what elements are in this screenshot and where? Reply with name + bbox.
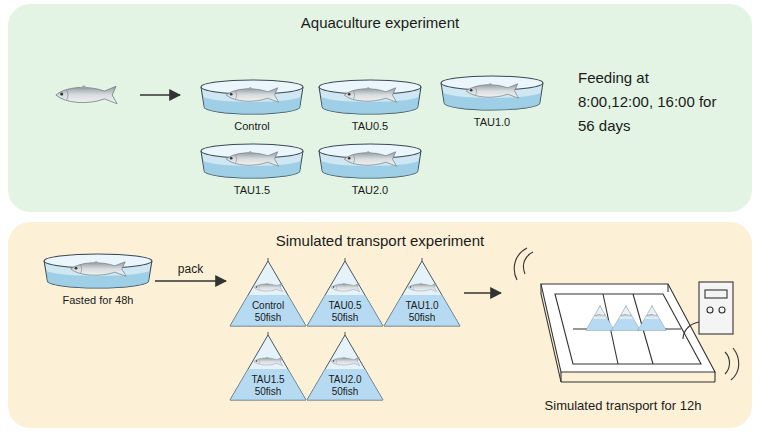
bag-label: 50fish: [382, 312, 462, 324]
arrow: [140, 94, 180, 96]
fish-tank: TAU0.5: [318, 78, 422, 136]
tank-label: TAU2.0: [318, 184, 422, 197]
experiment-panel: Aquaculture experimentControlTAU0.5TAU1.…: [8, 4, 752, 212]
fish: [56, 85, 117, 103]
tank-label: TAU1.5: [200, 184, 304, 197]
tank-label: Control: [200, 120, 304, 133]
bag-label: 50fish: [228, 312, 308, 324]
panel-title: Aquaculture experiment: [8, 14, 752, 31]
bag-label: TAU1.5: [228, 374, 308, 386]
device-label: Simulated transport for 12h: [503, 398, 743, 413]
shaker-illustration: [503, 244, 743, 394]
transport-bag: TAU1.050fish: [382, 258, 462, 328]
tank-label: Fasted for 48h: [43, 294, 153, 307]
experiment-panel: Simulated transport experimentFasted for…: [8, 222, 752, 428]
tank-illustration: [200, 78, 304, 116]
note-text: Feeding at 8:00,12:00, 16:00 for 56 days: [578, 66, 718, 138]
transport-bag: TAU2.050fish: [305, 332, 385, 402]
transport-bag: Control50fish: [228, 258, 308, 328]
transport-bag: TAU0.550fish: [305, 258, 385, 328]
bag-label: TAU2.0: [305, 374, 385, 386]
transport-bag: TAU1.550fish: [228, 332, 308, 402]
tank-label: TAU0.5: [318, 120, 422, 133]
tank-illustration: [200, 142, 304, 180]
transport-shaker: Simulated transport for 12h: [503, 244, 743, 424]
tank-illustration: [440, 74, 544, 112]
bag-label: TAU0.5: [305, 300, 385, 312]
bag-label: 50fish: [305, 386, 385, 398]
fish-tank: Control: [200, 78, 304, 136]
bag-label: TAU1.0: [382, 300, 462, 312]
bag-label: 50fish: [305, 312, 385, 324]
fish-tank: TAU1.0: [440, 74, 544, 132]
tank-illustration: [318, 78, 422, 116]
tank-illustration: [318, 142, 422, 180]
edge-label: pack: [178, 262, 203, 276]
fish-tank: Fasted for 48h: [43, 252, 153, 310]
tank-illustration: [43, 252, 153, 290]
bag-label: 50fish: [228, 386, 308, 398]
fish-tank: TAU2.0: [318, 142, 422, 200]
connector-arrow: [155, 280, 226, 282]
panel-title: Simulated transport experiment: [8, 232, 752, 249]
connector-arrow: [464, 292, 501, 294]
bag-label: Control: [228, 300, 308, 312]
tank-label: TAU1.0: [440, 116, 544, 129]
fish-tank: TAU1.5: [200, 142, 304, 200]
